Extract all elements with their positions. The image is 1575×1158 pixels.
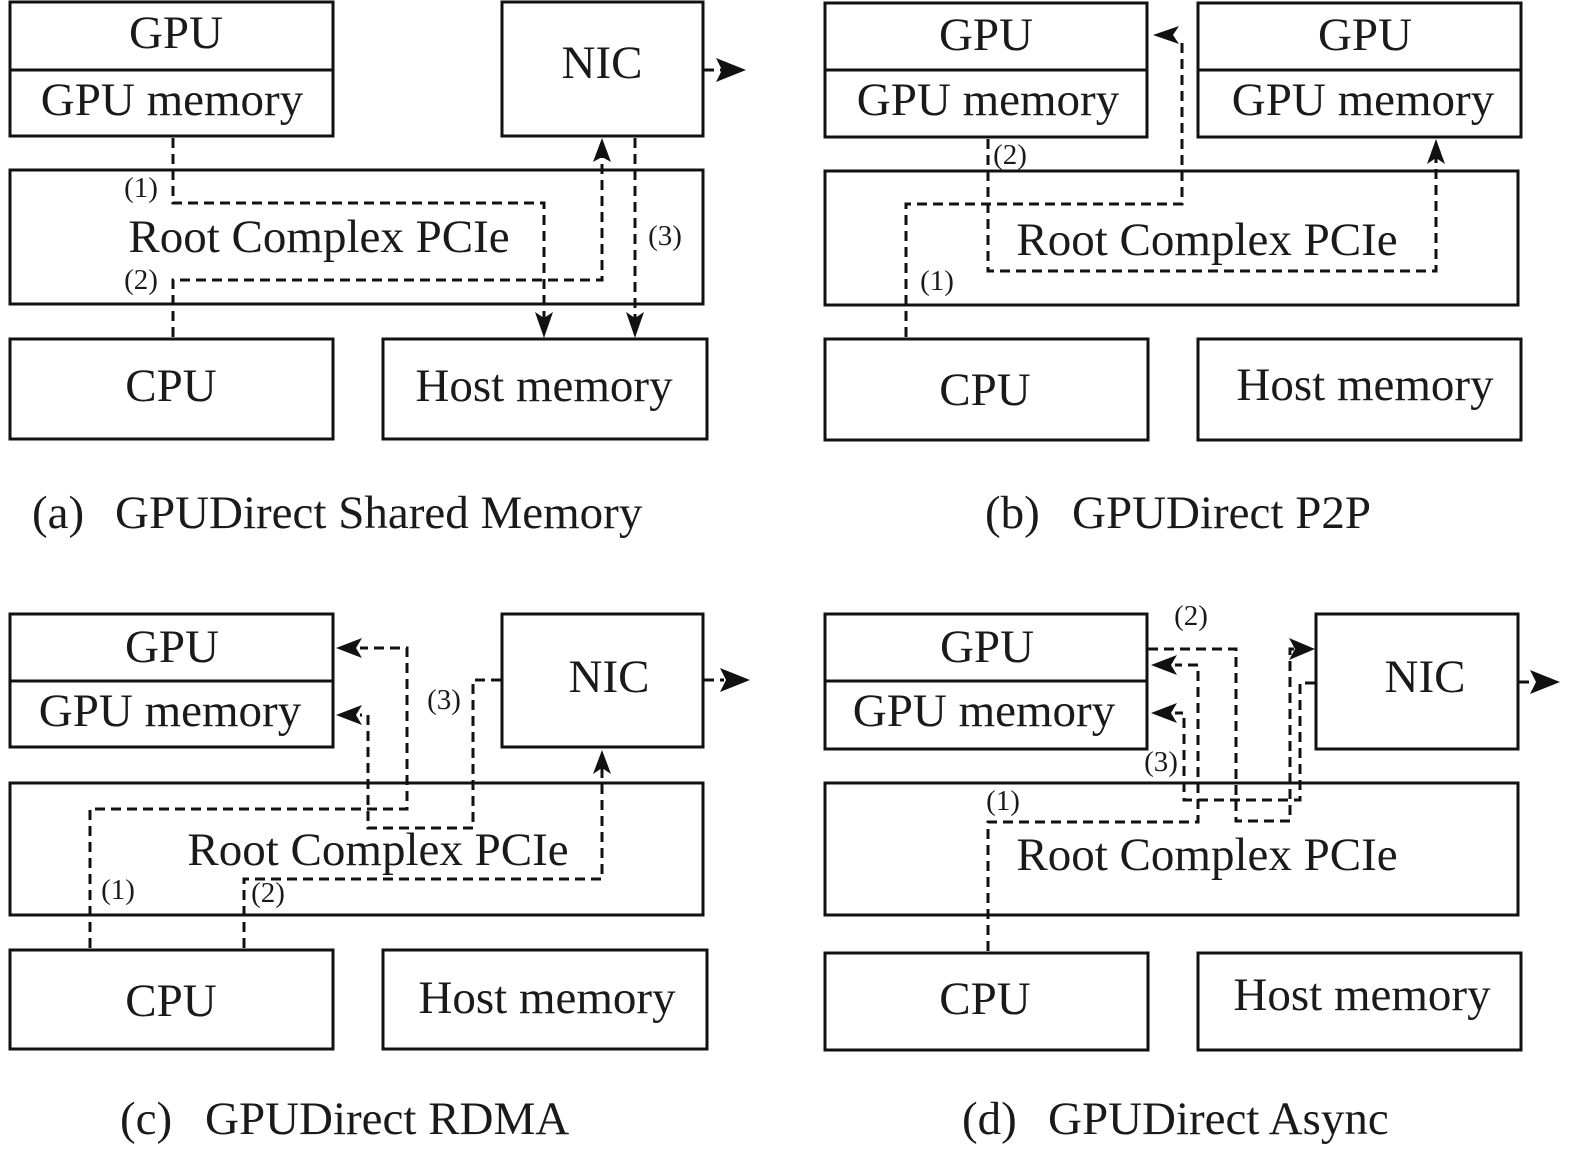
caption-b-text: GPUDirect P2P [1072, 487, 1371, 539]
arrowhead-icon [716, 58, 746, 82]
flow-1-path [904, 40, 1184, 337]
nic-box [1314, 612, 1520, 751]
arrowhead-icon [1289, 638, 1315, 660]
arrowhead-icon [336, 638, 362, 658]
caption-a: (a) GPUDirect Shared Memory [32, 487, 643, 539]
cpu-box [8, 948, 335, 1051]
flow-1-path [171, 138, 546, 322]
step-2-label: (2) [993, 139, 1027, 171]
host-memory-label: Host memory [1233, 969, 1491, 1021]
gpu-memory-label: GPU memory [853, 685, 1116, 737]
gpu-label: GPU [940, 621, 1034, 673]
arrowhead-icon [626, 312, 644, 338]
nic-label: NIC [562, 37, 643, 89]
host-memory-label: Host memory [1236, 359, 1494, 411]
arrowhead-icon [593, 138, 611, 162]
cpu-label: CPU [125, 975, 216, 1027]
caption-b: (b) GPUDirect P2P [985, 487, 1371, 539]
arrowhead-icon [593, 750, 611, 774]
arrowhead-icon [336, 705, 362, 725]
panel-c: GPU GPU memory NIC Root Complex PCIe CPU… [8, 612, 750, 1051]
gpu-label: GPU [129, 7, 223, 59]
host-memory-box [1196, 951, 1523, 1052]
flow-2-path [986, 139, 1438, 273]
gpu-label: GPU [125, 621, 219, 673]
flow-1-path [986, 663, 1200, 951]
root-complex-label: Root Complex PCIe [187, 824, 568, 876]
caption-d-text: GPUDirect Async [1048, 1093, 1389, 1145]
nic-box [500, 0, 705, 138]
root-complex-label: Root Complex PCIe [128, 211, 509, 263]
step-2-label: (2) [251, 877, 285, 909]
step-3-label: (3) [1144, 746, 1178, 778]
panel-a: GPU GPU memory NIC Root Complex PCIe CPU… [8, 0, 746, 441]
cpu-box [823, 951, 1150, 1052]
root-complex-label: Root Complex PCIe [1016, 829, 1397, 881]
gpu-memory-label: GPU memory [41, 74, 304, 126]
caption-b-tag: (b) [985, 487, 1040, 539]
step-3-label: (3) [427, 684, 461, 716]
panel-d: GPU GPU memory NIC Root Complex PCIe CPU… [823, 600, 1560, 1052]
flow-2-path [1148, 647, 1296, 823]
root-complex-box [8, 168, 705, 306]
gpu-memory-label: GPU memory [857, 74, 1120, 126]
nic-box [500, 612, 705, 749]
root-complex-label: Root Complex PCIe [1016, 214, 1397, 266]
caption-a-text: GPUDirect Shared Memory [115, 487, 643, 539]
caption-a-tag: (a) [32, 487, 84, 539]
step-1-label: (1) [920, 265, 954, 297]
cpu-label: CPU [939, 364, 1030, 416]
host-memory-label: Host memory [415, 360, 673, 412]
caption-c-tag: (c) [120, 1093, 172, 1145]
host-memory-box [381, 948, 709, 1051]
peer-gpu-memory-label: GPU memory [1232, 74, 1495, 126]
cpu-label: CPU [125, 360, 216, 412]
arrowhead-icon [1427, 139, 1445, 164]
flow-2-path [242, 766, 604, 948]
flow-3-path [360, 678, 501, 830]
root-complex-box [823, 169, 1520, 307]
caption-d: (d) GPUDirect Async [962, 1093, 1389, 1145]
gpu-memory-label: GPU memory [39, 685, 302, 737]
step-1-label: (1) [986, 785, 1020, 817]
arrowhead-icon [1151, 703, 1177, 723]
nic-label: NIC [569, 651, 650, 703]
step-1-label: (1) [124, 172, 158, 204]
gpu-label: GPU [939, 9, 1033, 61]
host-memory-label: Host memory [418, 972, 676, 1024]
root-complex-box [8, 781, 705, 917]
step-2-label: (2) [1174, 600, 1208, 632]
cpu-box [8, 337, 335, 441]
step-2-label: (2) [124, 264, 158, 296]
arrowhead-icon [1153, 26, 1179, 44]
arrowhead-icon [1151, 655, 1177, 675]
step-3-label: (3) [648, 220, 682, 252]
arrowhead-icon [720, 668, 750, 692]
caption-c: (c) GPUDirect RDMA [120, 1093, 569, 1145]
panel-b: GPU GPU memory GPU GPU memory Root Compl… [823, 1, 1523, 442]
cpu-label: CPU [939, 973, 1030, 1025]
flow-2-path [171, 154, 604, 337]
host-memory-box [381, 337, 709, 441]
root-complex-box [823, 781, 1520, 917]
flow-1-path [88, 646, 409, 948]
flow-3-path [1175, 681, 1315, 802]
step-1-label: (1) [101, 874, 135, 906]
cpu-box [823, 337, 1150, 442]
peer-gpu-label: GPU [1318, 9, 1412, 61]
arrowhead-icon [1530, 670, 1560, 694]
caption-d-tag: (d) [962, 1093, 1017, 1145]
caption-c-text: GPUDirect RDMA [205, 1093, 569, 1145]
nic-label: NIC [1385, 651, 1466, 703]
arrowhead-icon [535, 312, 553, 338]
host-memory-box [1196, 337, 1523, 442]
